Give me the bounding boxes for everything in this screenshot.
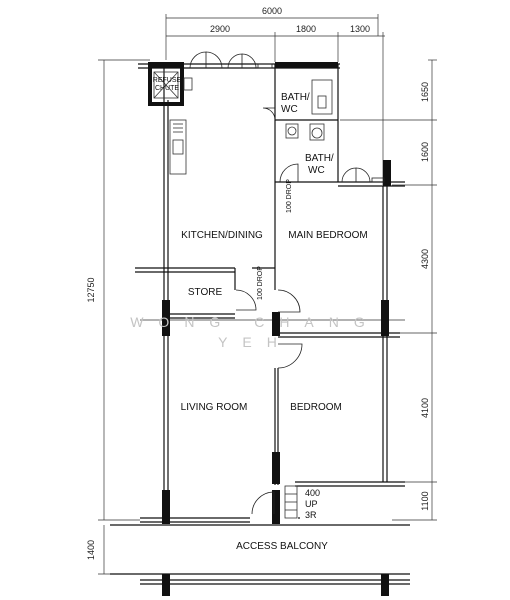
top-dimensions: 6000 2900 1800 1300 bbox=[165, 6, 385, 185]
step-label-1: 400 bbox=[305, 488, 320, 498]
columns bbox=[148, 62, 391, 596]
interior-doors bbox=[235, 289, 303, 519]
column bbox=[162, 574, 170, 596]
column bbox=[180, 62, 184, 106]
dim-right-4: 4100 bbox=[420, 398, 430, 418]
watermark-line1: WONG CHANG bbox=[130, 314, 380, 330]
bath-upper-line2: WC bbox=[281, 104, 298, 115]
drop-label-bath: 100 DROP bbox=[286, 179, 293, 213]
dim-top-seg-2: 1800 bbox=[296, 24, 316, 34]
column bbox=[272, 452, 280, 484]
room-access-balcony: ACCESS BALCONY bbox=[236, 541, 328, 552]
dim-right-1: 1650 bbox=[420, 82, 430, 102]
drop-label-store: 100 DROP bbox=[257, 266, 264, 300]
room-main-bedroom: MAIN BEDROOM bbox=[288, 230, 367, 241]
room-store: STORE bbox=[188, 287, 223, 298]
right-dimensions: 1650 1600 4300 4100 1100 bbox=[340, 59, 437, 521]
column bbox=[162, 490, 170, 524]
column bbox=[383, 160, 391, 186]
column bbox=[148, 102, 184, 106]
room-bedroom: BEDROOM bbox=[290, 402, 342, 413]
column bbox=[275, 62, 338, 68]
watermark-line2: YEH bbox=[218, 334, 292, 350]
dim-top-seg-1: 2900 bbox=[210, 24, 230, 34]
bath-lower-line1: BATH/ bbox=[305, 153, 334, 164]
bath-lower-line2: WC bbox=[308, 165, 325, 176]
kitchen-sink bbox=[169, 119, 187, 175]
bathroom-fixtures bbox=[262, 79, 385, 183]
column bbox=[381, 300, 389, 336]
room-living: LIVING ROOM bbox=[181, 402, 248, 413]
column bbox=[162, 300, 170, 336]
column bbox=[148, 62, 184, 68]
dim-right-3: 4300 bbox=[420, 249, 430, 269]
dim-left-balcony: 1400 bbox=[86, 540, 96, 560]
refuse-chute: REFUSE CHUTE bbox=[153, 71, 193, 99]
step-label-2: UP bbox=[305, 499, 318, 509]
room-kitchen-dining: KITCHEN/DINING bbox=[181, 230, 263, 241]
dim-right-2: 1600 bbox=[420, 142, 430, 162]
column bbox=[272, 312, 280, 336]
column bbox=[381, 574, 389, 596]
step-label-3: 3R bbox=[305, 510, 317, 520]
top-openings bbox=[189, 51, 273, 69]
dim-right-5: 1100 bbox=[420, 491, 430, 510]
dim-left-total: 12750 bbox=[86, 277, 96, 302]
dim-top-seg-3: 1300 bbox=[350, 24, 370, 34]
column bbox=[272, 490, 280, 524]
column bbox=[148, 62, 152, 106]
refuse-label-1: REFUSE bbox=[153, 77, 182, 84]
dim-top-total: 6000 bbox=[262, 6, 282, 16]
refuse-label-2: CHUTE bbox=[155, 85, 179, 92]
bath-upper-line1: BATH/ bbox=[281, 92, 310, 103]
